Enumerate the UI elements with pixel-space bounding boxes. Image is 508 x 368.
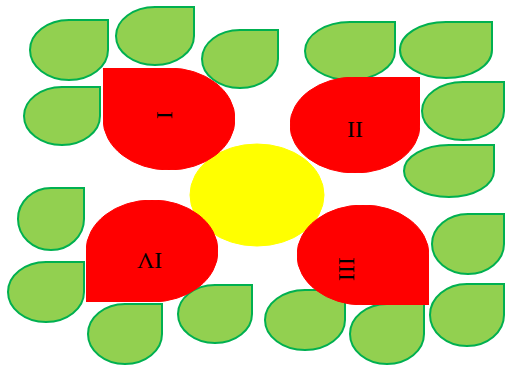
green-petal — [422, 82, 504, 140]
green-petal — [432, 214, 504, 274]
roman-numeral: IV — [137, 249, 162, 273]
green-petal — [24, 87, 100, 145]
green-petal — [88, 304, 162, 364]
green-petal — [30, 20, 108, 80]
petal-text-area: III — [297, 205, 429, 305]
green-petal — [404, 145, 494, 197]
green-petal — [18, 188, 84, 250]
petal-node: I — [103, 68, 235, 170]
petal-node: III — [297, 205, 429, 305]
roman-numeral: III — [335, 257, 359, 281]
green-petal — [400, 22, 492, 78]
red-petal-outline — [103, 68, 235, 170]
green-petal — [430, 284, 504, 346]
red-petal-outline — [86, 200, 218, 302]
red-petal-outline — [290, 77, 420, 173]
petal-text-area: IV — [86, 200, 218, 302]
roman-numeral: I — [153, 111, 177, 119]
petal-node: IV — [86, 200, 218, 302]
red-petal-shape — [103, 68, 235, 170]
roman-numeral: II — [347, 117, 363, 141]
green-petal — [202, 30, 278, 88]
red-petal-outline — [297, 205, 429, 305]
red-petal-shape — [297, 205, 429, 305]
green-petal — [8, 262, 84, 322]
petal-node: II — [290, 77, 420, 173]
petal-text-area: II — [290, 77, 420, 173]
petal-text-area: I — [103, 68, 235, 170]
green-petal — [305, 22, 395, 80]
green-petal — [116, 7, 194, 65]
green-petal — [350, 304, 424, 364]
